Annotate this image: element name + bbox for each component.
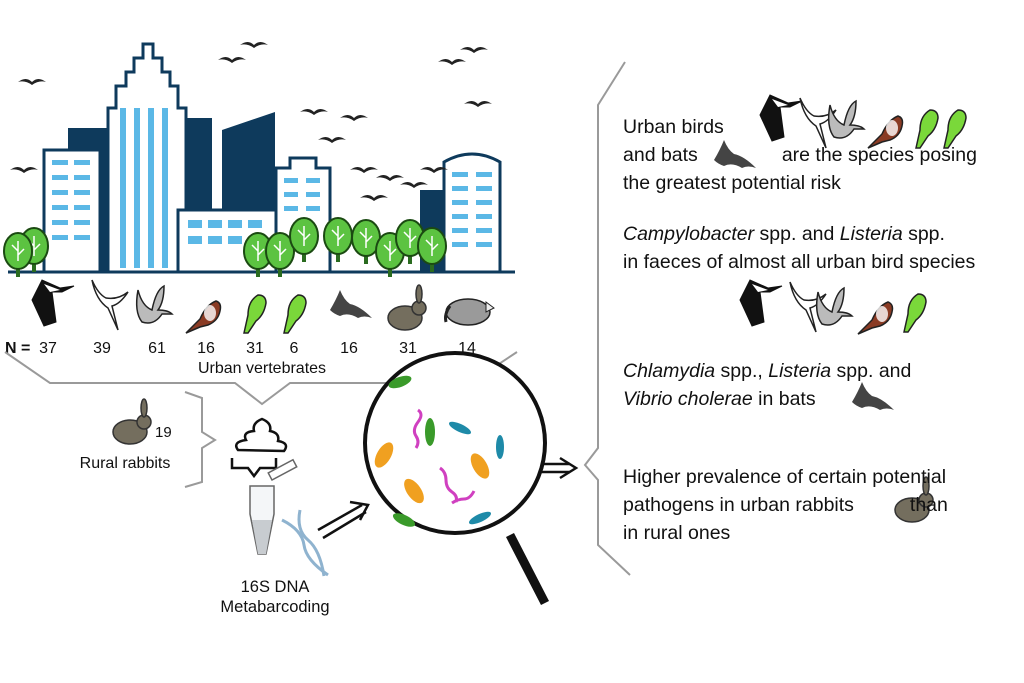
finding2-bird-icons: [739, 279, 927, 335]
rural-count: 19: [155, 424, 172, 441]
city-skyline-illustration: [3, 42, 515, 278]
finding2-text1: spp. and: [754, 223, 840, 245]
bat-icon: [330, 290, 372, 318]
finding4-line2: pathogens in urban rabbits than: [623, 491, 948, 519]
dna-helix-icon: [281, 509, 329, 577]
urban-animal-icons: [31, 279, 495, 334]
magnifier-with-bacteria-icon: [363, 351, 550, 606]
finding3-bat-icon: [852, 382, 894, 410]
faeces-icon: [235, 417, 288, 453]
finding2-text2: spp.: [902, 223, 945, 245]
sample-tube-icon: [249, 458, 298, 555]
finding4-line1: Higher prevalence of certain potential: [623, 466, 947, 488]
finding3-text2: spp. and: [831, 360, 912, 382]
count-bat: 16: [340, 340, 358, 357]
count-rose-ringed-parakeet: 6: [290, 340, 299, 357]
finding1-line3: the greatest potential risk: [623, 172, 841, 194]
taxon-listeria: Listeria: [839, 223, 903, 245]
urban-vertebrates-label: Urban vertebrates: [198, 360, 326, 377]
count-pigeon: 61: [148, 340, 166, 357]
rose-ringed-parakeet-icon: [283, 294, 307, 334]
pigeon-icon: [135, 285, 173, 324]
rabbit-icon: [387, 284, 427, 331]
taxon-listeria: Listeria: [768, 360, 832, 382]
finding3-line1: Chlamydia spp., Listeria spp. and: [623, 357, 911, 385]
finding3-text3: in bats: [752, 388, 816, 410]
finding4-line2b: than: [909, 494, 948, 516]
finding3-text1: spp.,: [715, 360, 769, 382]
count-rabbit: 31: [399, 340, 417, 357]
count-stork: 37: [39, 340, 57, 357]
sparrow-icon: [185, 300, 222, 334]
finding2-line2: in faeces of almost all urban bird speci…: [623, 251, 976, 273]
monk-parakeet-icon: [243, 294, 267, 334]
finding1-line2b: are the species posing: [781, 144, 977, 166]
taxon-vibrio-cholerae: Vibrio cholerae: [623, 388, 753, 410]
findings-bracket: [583, 61, 631, 576]
count-gull: 39: [93, 340, 111, 357]
finding3-line2: Vibrio cholerae in bats: [623, 385, 816, 413]
n-label: N =: [5, 340, 30, 357]
finding1-line1: Urban birds: [623, 116, 724, 138]
method-line2: Metabarcoding: [220, 598, 329, 616]
stork-icon: [31, 279, 75, 327]
taxon-campylobacter: Campylobacter: [623, 223, 755, 245]
taxon-chlamydia: Chlamydia: [623, 360, 716, 382]
rural-rabbit-icon: [112, 398, 152, 445]
finding1-line2: and bats are the species posing: [623, 141, 977, 169]
finding4-line3: in rural ones: [623, 522, 731, 544]
count-sparrow: 16: [197, 340, 215, 357]
method-line1: 16S DNA: [241, 578, 310, 596]
rural-bracket: [184, 391, 217, 488]
raccoon-icon: [444, 298, 495, 326]
finding2-line1: Campylobacter spp. and Listeria spp.: [623, 220, 945, 248]
gull-icon: [91, 279, 129, 331]
rural-rabbits-label: Rural rabbits: [80, 455, 171, 472]
double-arrow-to-magnifier: [317, 500, 370, 540]
count-monk-parakeet: 31: [246, 340, 264, 357]
finding4-line2a: pathogens in urban rabbits: [623, 494, 854, 516]
finding1-line2a: and bats: [623, 144, 698, 166]
